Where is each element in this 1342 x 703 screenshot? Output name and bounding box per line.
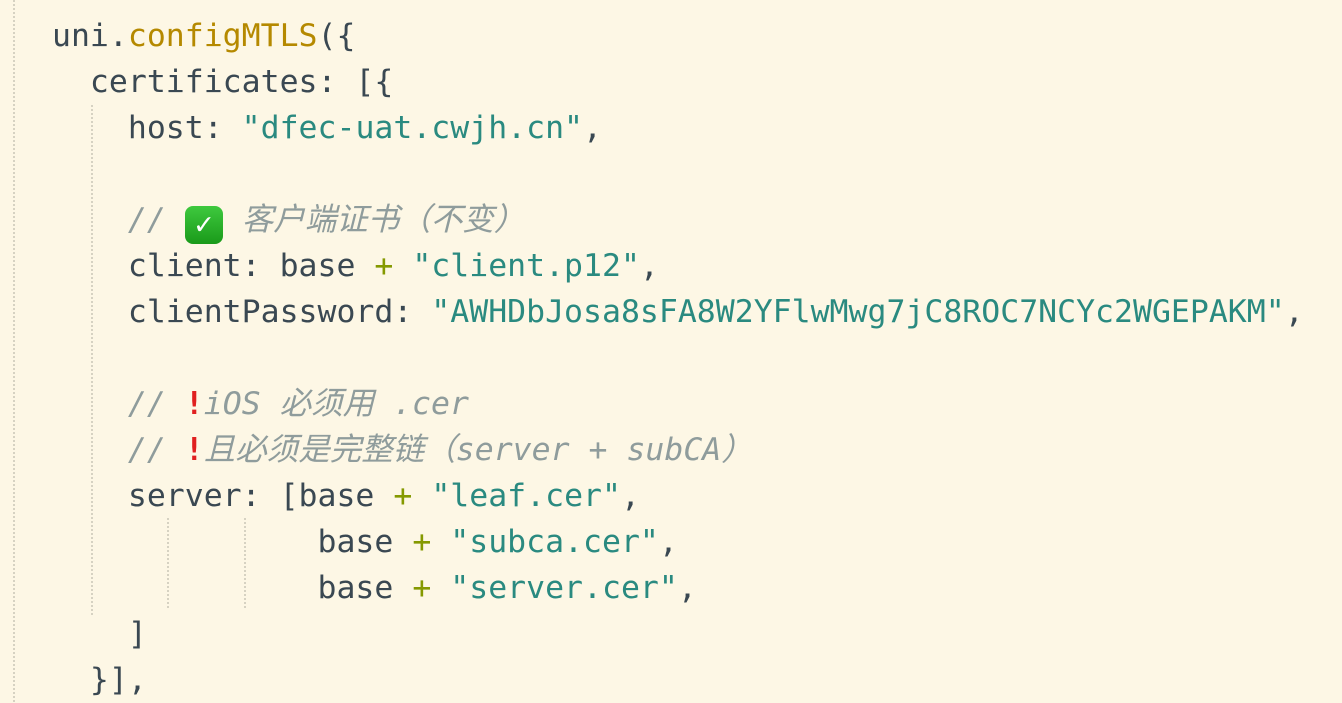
code-token: base — [52, 570, 413, 606]
code-line: client: base + "client.p12", — [52, 243, 659, 289]
code-token: server: [base — [52, 478, 394, 514]
exclamation-icon: ! — [184, 432, 204, 468]
code-comment: iOS 必须用 .cer — [203, 386, 469, 422]
code-token: , — [658, 524, 678, 560]
code-token — [431, 524, 450, 560]
code-token: }], — [52, 662, 147, 698]
code-operator: + — [412, 570, 432, 606]
indent-guide — [91, 105, 93, 615]
code-token: , — [1284, 294, 1304, 330]
indent-guide — [244, 518, 246, 608]
code-string: "AWHDbJosa8sFA8W2YFlwMwg7jC8ROC7NCYc2WGE… — [431, 294, 1285, 330]
code-token — [431, 570, 450, 606]
code-line: certificates: [{ — [52, 59, 393, 105]
code-line: uni.configMTLS({ — [52, 13, 355, 59]
code-token: host: — [52, 110, 242, 146]
code-token: , — [677, 570, 697, 606]
code-token: , — [583, 110, 602, 146]
code-token: uni. — [52, 18, 128, 54]
code-line: server: [base + "leaf.cer", — [52, 473, 640, 519]
code-token: client: base — [52, 248, 375, 284]
code-token: base — [52, 524, 413, 560]
code-operator: + — [412, 524, 432, 560]
code-line: clientPassword: "AWHDbJosa8sFA8W2YFlwMwg… — [52, 289, 1304, 335]
check-icon: ✓ — [184, 206, 223, 244]
code-string: "subca.cer" — [450, 524, 659, 560]
exclamation-icon: ! — [184, 386, 204, 422]
code-line: base + "server.cer", — [52, 565, 697, 611]
code-operator: + — [393, 478, 413, 514]
code-token: clientPassword: — [52, 294, 432, 330]
code-comment: // — [52, 386, 185, 422]
code-comment: 且必须是完整链（server + subCA） — [203, 432, 753, 468]
code-line: // !iOS 必须用 .cer — [52, 381, 469, 427]
code-line: ] — [52, 611, 147, 657]
indent-guide — [13, 0, 15, 702]
code-token — [393, 248, 412, 284]
code-comment: // — [52, 202, 185, 238]
code-comment: 客户端证书（不变） — [222, 202, 526, 238]
code-token: ] — [52, 616, 147, 652]
code-token — [412, 478, 431, 514]
code-string: "dfec-uat.cwjh.cn" — [241, 110, 584, 146]
code-string: "client.p12" — [412, 248, 640, 284]
code-string: "leaf.cer" — [431, 478, 621, 514]
code-line: host: "dfec-uat.cwjh.cn", — [52, 105, 602, 151]
code-line: base + "subca.cer", — [52, 519, 678, 565]
code-token: , — [620, 478, 640, 514]
indent-guide — [167, 518, 169, 608]
code-line: // !且必须是完整链（server + subCA） — [52, 427, 753, 473]
code-token: certificates: [{ — [52, 64, 394, 100]
code-token: , — [639, 248, 659, 284]
code-operator: + — [374, 248, 394, 284]
code-line: }], — [52, 657, 147, 703]
code-function: configMTLS — [127, 18, 318, 54]
code-comment: // — [52, 432, 185, 468]
code-string: "server.cer" — [450, 570, 678, 606]
code-line: // ✓ 客户端证书（不变） — [52, 197, 526, 244]
code-token: ({ — [317, 18, 356, 54]
